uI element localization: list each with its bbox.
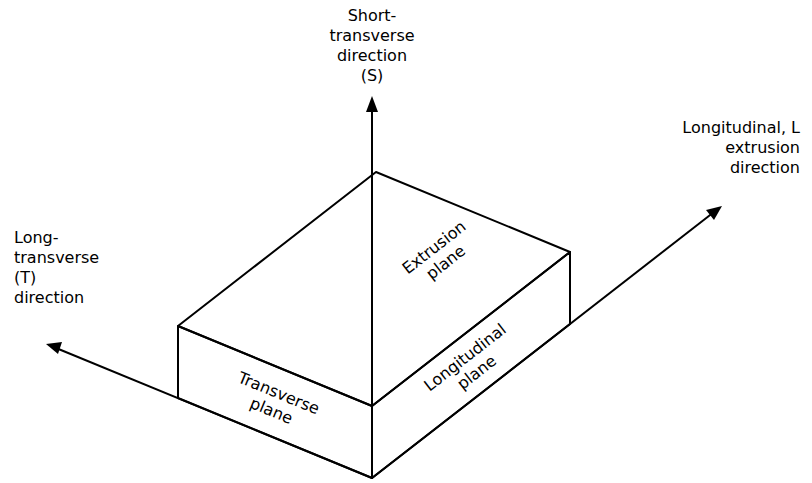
plane-face: Longitudinal plane [372,252,570,478]
direction-label: Short- transverse direction (S) [329,6,414,86]
arrowhead [706,206,722,220]
face-polygon [178,326,372,478]
plane-face: Transverse plane [178,326,372,478]
arrowhead [46,342,62,354]
axis-lines [56,104,714,478]
arrowheads [46,96,722,354]
direction-label: Longitudinal, L extrusion direction [660,118,800,178]
plane-label: Longitudinal plane [420,320,521,411]
plane-label: Extrusion plane [399,217,482,294]
direction-label: Long- transverse (T) direction [14,228,99,308]
plane-label: Transverse plane [228,368,322,436]
face-polygon [372,252,570,478]
arrowhead [366,96,378,112]
longitudinal-axis [372,212,714,478]
